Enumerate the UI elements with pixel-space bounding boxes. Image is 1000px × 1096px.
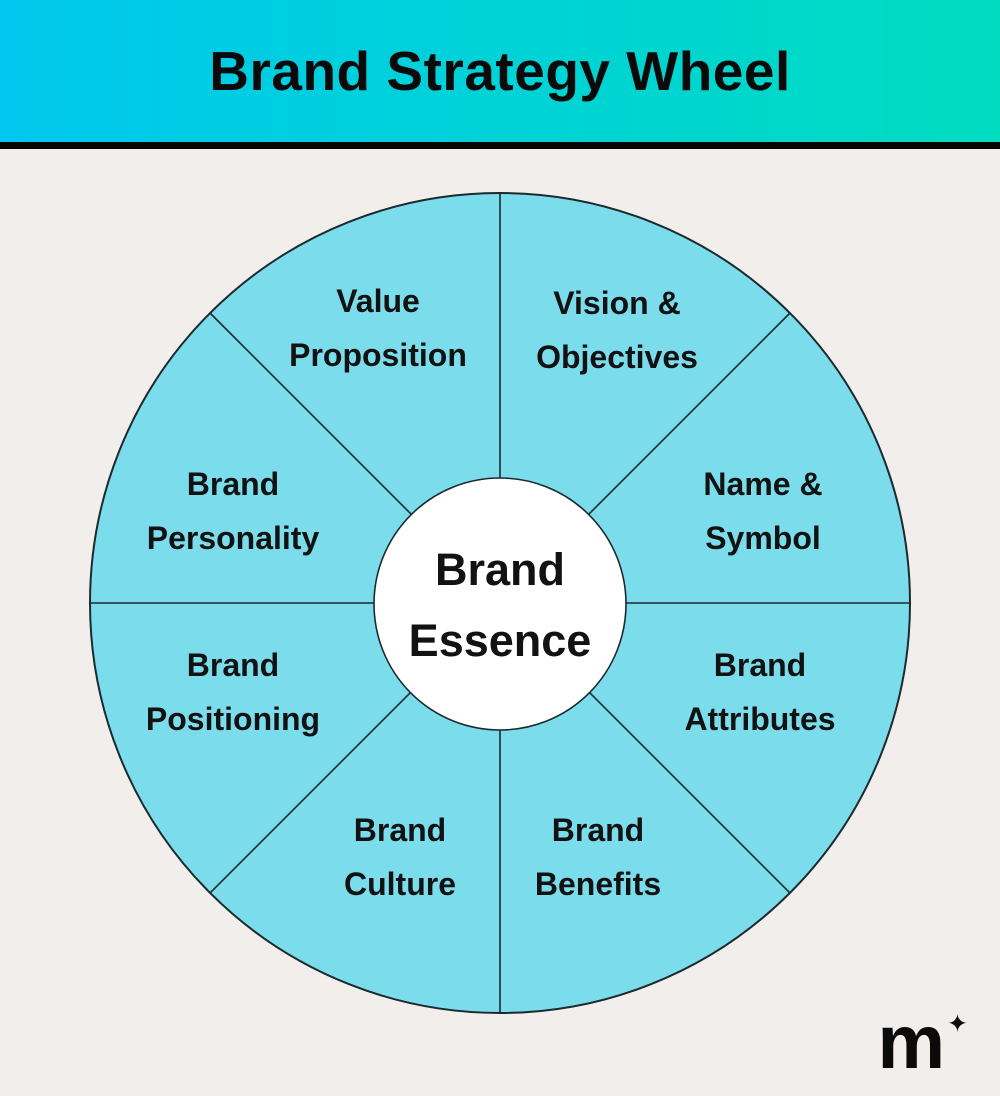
segment-label-brand-culture: Brand Culture bbox=[344, 803, 456, 911]
center-label-line: Essence bbox=[408, 615, 592, 666]
segment-label-line: Brand bbox=[551, 812, 645, 848]
brand-logo: m ✦ bbox=[877, 1000, 968, 1085]
segment-label-line: Brand bbox=[713, 647, 807, 683]
segment-label-line: Objectives bbox=[536, 339, 698, 375]
page-title: Brand Strategy Wheel bbox=[209, 40, 791, 102]
segment-label-line: Brand bbox=[186, 647, 280, 683]
segment-label-line: Value bbox=[336, 283, 420, 319]
segment-label-value-proposition: Value Proposition bbox=[289, 274, 467, 382]
segment-label-brand-personality: Brand Personality bbox=[147, 457, 320, 565]
header-banner: Brand Strategy Wheel bbox=[0, 0, 1000, 149]
segment-label-brand-positioning: Brand Positioning bbox=[146, 638, 320, 746]
logo-letter: m bbox=[877, 1000, 946, 1085]
segment-label-line: Brand bbox=[353, 812, 447, 848]
segment-label-line: Proposition bbox=[289, 337, 467, 373]
wheel-center-circle bbox=[373, 477, 627, 731]
segment-label-line: Attributes bbox=[684, 701, 836, 737]
segment-label-line: Benefits bbox=[534, 866, 662, 902]
center-label-line: Brand bbox=[434, 544, 566, 595]
segment-label-line: Brand bbox=[186, 466, 280, 502]
segment-label-line: Symbol bbox=[705, 520, 821, 556]
segment-label-brand-benefits: Brand Benefits bbox=[535, 803, 661, 911]
segment-label-line: Vision & bbox=[553, 285, 681, 321]
segment-label-line: Positioning bbox=[145, 701, 321, 737]
wheel-center-label: Brand Essence bbox=[409, 534, 592, 676]
segment-label-line: Name & bbox=[703, 466, 823, 502]
segment-label-line: Culture bbox=[344, 866, 456, 902]
segment-label-name-symbol: Name & Symbol bbox=[703, 457, 822, 565]
sparkle-icon: ✦ bbox=[947, 1010, 968, 1038]
segment-label-vision-objectives: Vision & Objectives bbox=[536, 276, 698, 384]
segment-label-line: Personality bbox=[146, 520, 320, 556]
segment-label-brand-attributes: Brand Attributes bbox=[684, 638, 835, 746]
